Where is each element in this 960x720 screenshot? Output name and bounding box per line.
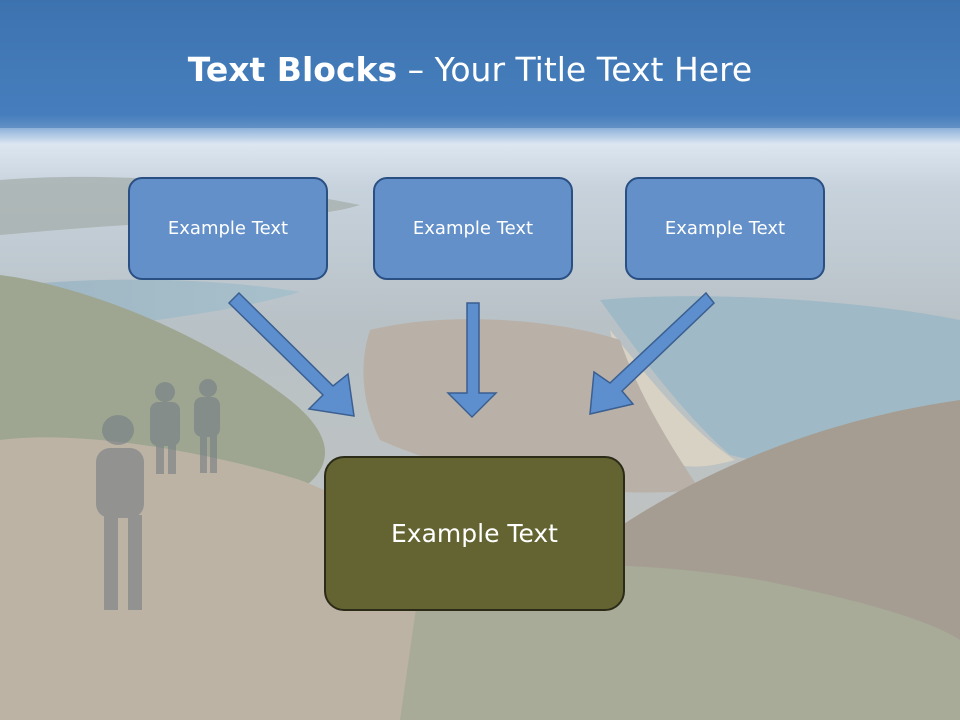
text-block-1-label: Example Text xyxy=(167,218,289,239)
arrow-left-diagonal xyxy=(227,291,355,417)
title-separator: – xyxy=(397,50,435,89)
main-text-block[interactable]: Example Text xyxy=(324,456,625,611)
slide-title: Text Blocks – Your Title Text Here xyxy=(0,50,940,89)
title-rest: Your Title Text Here xyxy=(434,50,753,89)
text-block-3[interactable]: Example Text xyxy=(625,177,825,280)
main-text-block-label: Example Text xyxy=(391,519,558,548)
text-block-1[interactable]: Example Text xyxy=(128,177,328,280)
text-block-3-label: Example Text xyxy=(664,218,786,239)
text-block-2[interactable]: Example Text xyxy=(373,177,573,280)
text-block-2-label: Example Text xyxy=(412,218,534,239)
title-bold-part: Text Blocks xyxy=(187,50,398,89)
arrow-right-diagonal xyxy=(589,291,716,415)
arrow-center-down xyxy=(446,302,498,419)
